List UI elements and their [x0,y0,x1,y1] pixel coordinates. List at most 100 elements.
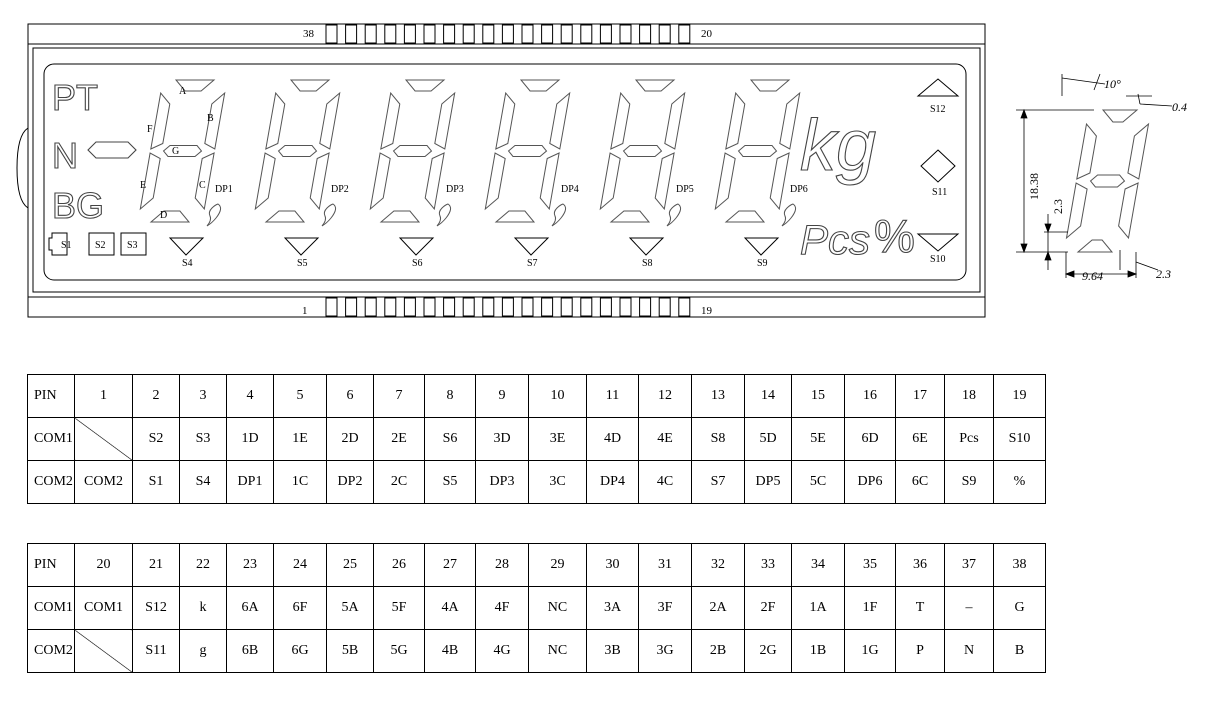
pin-table-1-header-cell: 8 [424,374,476,418]
bottom-pin-label-right: 19 [701,305,713,317]
pin-table-1-com2-cell: S5 [424,460,476,504]
top-pin [325,24,338,44]
pin-table-2-com1-cell: k [179,586,227,630]
pin-table-2-com2-cell: COM2 [27,629,75,673]
digit-4 [484,79,571,223]
down-arrow-s7 [513,237,550,256]
decimal-point-2 [321,203,337,227]
top-pin-row [325,24,691,44]
segment-label-g: G [172,146,179,157]
dp-label-1: DP1 [215,184,233,195]
digit-3-segment-f [380,91,401,150]
digit-3 [369,79,456,223]
digit-5-segment-a [634,79,676,92]
pin-table-2-com1-cell: 1A [791,586,845,630]
down-arrow-s5-label: S5 [297,258,308,269]
top-pin [658,24,671,44]
digit-3-segment-e [369,152,391,211]
pin-table-1-com2-cell: % [993,460,1046,504]
pin-table-1-com2-cell: 4C [638,460,692,504]
digit-1-segment-e [139,152,161,211]
pin-table-2-com1-cell: 6A [226,586,274,630]
dim-segment-height: 2.3 [1051,199,1065,214]
pin-table-1-com2-cell: DP2 [326,460,374,504]
pin-table-1-com2-cell: S1 [132,460,180,504]
dp-label-4: DP4 [561,184,579,195]
box-s1 [48,232,68,256]
indicator-pt: PT [52,77,98,118]
digit-3-segment-g [392,145,433,157]
bottom-pin [560,297,573,317]
down-arrow-s6 [398,237,435,256]
digit-6 [714,79,801,223]
pin-table-2-com1-cell: – [944,586,994,630]
pin-table-1-header-cell: 3 [179,374,227,418]
segment-label-d: D [160,210,167,221]
top-pin [364,24,377,44]
digit-5-segment-d [609,210,651,223]
bottom-pin-row [325,297,691,317]
digit-5-segment-c [654,152,675,211]
pin-table-2-com1-cell: 5F [373,586,425,630]
digit-2-segment-g [277,145,318,157]
dp-label-2: DP2 [331,184,349,195]
top-pin [403,24,416,44]
digit-1-segment-c [194,152,215,211]
pin-table-1-header-cell: 16 [844,374,896,418]
pin-table-2-com1-cell: T [895,586,945,630]
pin-table-2-com2-cell: 5G [373,629,425,673]
pin-table-1-header-cell: 13 [691,374,745,418]
box-s3 [120,232,147,256]
digit-5-segment-g [622,145,663,157]
dp-label-5: DP5 [676,184,694,195]
top-pin [443,24,456,44]
digit-group [139,79,801,227]
dim-height: 18.38 [1027,173,1041,200]
pin-table-1-com1-cell: S3 [179,417,227,461]
bottom-pin [345,297,358,317]
pin-table-2-header-cell: 21 [132,543,180,587]
down-arrow-s5 [283,237,320,256]
down-arrow-s4 [168,237,205,256]
pin-table-1-com2-cell: DP6 [844,460,896,504]
dim-width: 9.64 [1082,269,1103,283]
decimal-point-5 [666,203,682,227]
bottom-pin [599,297,612,317]
pin-table-1-com2-cell: S9 [944,460,994,504]
pin-table-2-header-cell: 37 [944,543,994,587]
pin-table-2-com1-cell: COM1 [74,586,133,630]
pin-table-2-com2-cell: S11 [132,629,180,673]
digit-2-segment-a [289,79,331,92]
pin-table-1-com2-cell: 5C [791,460,845,504]
bottom-pin [325,297,338,317]
decimal-point-6 [781,203,797,227]
digit-2-segment-e [254,152,276,211]
pin-table-1-header-cell: 9 [475,374,529,418]
pin-table-2-com2-cell: P [895,629,945,673]
bottom-pin [364,297,377,317]
down-arrow-s4-label: S4 [182,258,193,269]
diamond-s11 [920,149,956,183]
top-pin [345,24,358,44]
pin-table-1-com2-cell: S4 [179,460,227,504]
top-pin [580,24,593,44]
minus-sign [87,141,137,159]
pin-table-2-com1-cell: NC [528,586,587,630]
pin-table-2-com2-cell: g [179,629,227,673]
digit-4-segment-c [539,152,560,211]
pin-table-2-com2-cell: 4G [475,629,529,673]
pin-table-1-header-cell: PIN [27,374,75,418]
pin-table-2-com2-cell [74,629,133,673]
pin-table-2-com2-cell: 3B [586,629,639,673]
pin-table-2-header-cell: 22 [179,543,227,587]
pin-table-1-com1-cell: 2D [326,417,374,461]
bottom-pin [580,297,593,317]
digit-4-segment-b [549,91,571,150]
pin-table-1-header-cell: 7 [373,374,425,418]
down-arrow-s8 [628,237,665,256]
segment-label-c: C [199,180,206,191]
top-pin [462,24,475,44]
